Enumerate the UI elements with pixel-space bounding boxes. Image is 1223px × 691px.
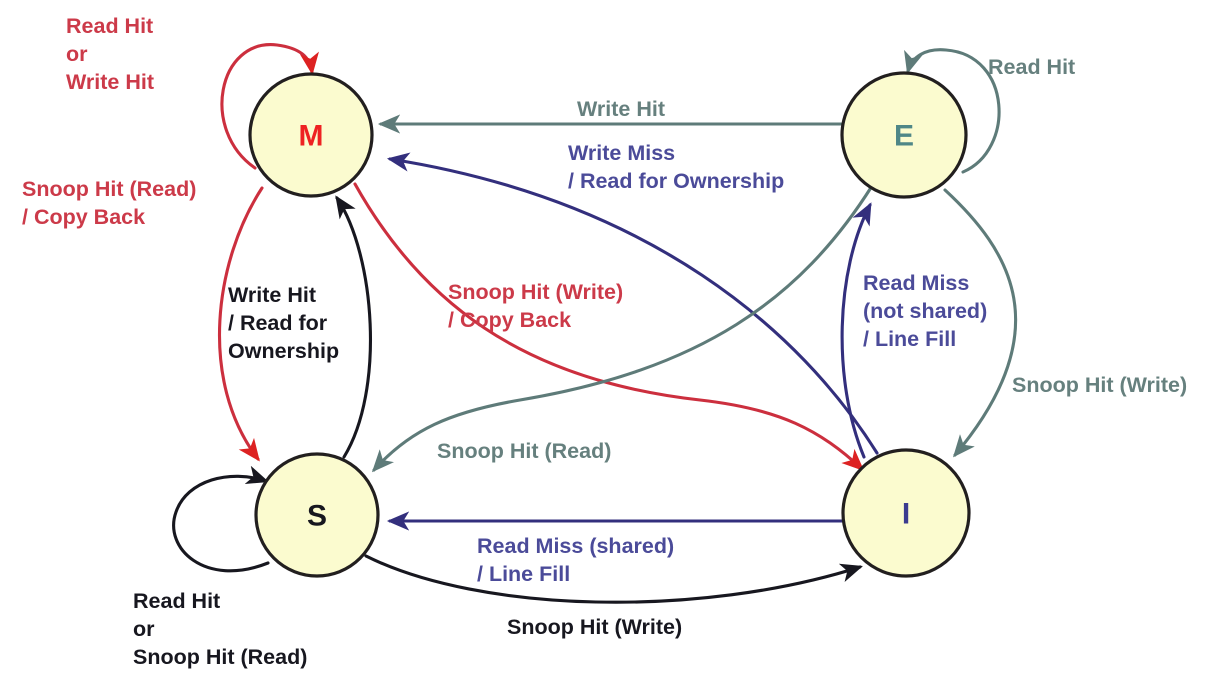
edge-label-i-to-m-line2: / Read for Ownership xyxy=(568,169,784,193)
edge-i-to-e xyxy=(840,202,872,459)
node-i-circle[interactable] xyxy=(841,448,971,578)
node-e-label: E xyxy=(894,120,914,153)
edge-label-m-self: Read Hit or Write Hit xyxy=(66,14,154,94)
edge-label-e-to-i-line1: Snoop Hit (Write) xyxy=(1012,373,1187,397)
node-m[interactable]: M xyxy=(248,72,374,198)
edge-label-m-to-s: Snoop Hit (Read) / Copy Back xyxy=(22,177,196,229)
edge-label-i-to-e-line1: Read Miss xyxy=(863,271,969,295)
edge-s-to-i xyxy=(364,554,863,604)
edge-label-s-to-m: Write Hit / Read for Ownership xyxy=(228,283,339,363)
node-s-label: S xyxy=(307,500,327,533)
node-i[interactable]: I xyxy=(841,448,971,578)
edge-label-s-self-line1: Read Hit xyxy=(133,589,220,613)
edge-label-i-to-e-line3: / Line Fill xyxy=(863,327,956,351)
edge-label-e-to-s-line1: Snoop Hit (Read) xyxy=(437,439,611,463)
edge-label-e-to-s: Snoop Hit (Read) xyxy=(437,439,611,463)
edge-label-i-to-m-line1: Write Miss xyxy=(568,141,675,165)
edge-s-to-m xyxy=(335,195,372,459)
edge-label-s-self-line2: or xyxy=(133,617,155,641)
edge-label-m-to-i-line2: / Copy Back xyxy=(448,308,571,332)
node-s-circle[interactable] xyxy=(254,452,380,578)
edge-label-i-to-s: Read Miss (shared) / Line Fill xyxy=(477,534,674,586)
edge-i-to-m xyxy=(386,152,879,455)
node-m-label: M xyxy=(299,120,324,153)
edge-label-e-self-line1: Read Hit xyxy=(988,55,1075,79)
edge-label-s-to-m-line1: Write Hit xyxy=(228,283,316,307)
edge-s-self xyxy=(172,465,270,573)
edge-label-i-to-m: Write Miss / Read for Ownership xyxy=(568,141,784,193)
node-i-label: I xyxy=(902,498,910,531)
edge-e-to-s xyxy=(371,184,874,473)
edge-label-m-to-s-line1: Snoop Hit (Read) xyxy=(22,177,196,201)
edge-m-to-s xyxy=(217,186,264,462)
node-e[interactable]: E xyxy=(840,71,968,199)
edge-label-s-to-i-line1: Snoop Hit (Write) xyxy=(507,615,682,639)
edge-label-m-self-line1: Read Hit xyxy=(66,14,153,38)
edge-e-self xyxy=(904,48,1001,174)
edge-label-e-to-m-line1: Write Hit xyxy=(577,97,665,121)
node-s[interactable]: S xyxy=(254,452,380,578)
edge-m-self xyxy=(220,43,319,170)
edge-label-m-self-line3: Write Hit xyxy=(66,70,154,94)
edge-label-e-to-m: Write Hit xyxy=(577,97,665,121)
edge-label-e-self: Read Hit xyxy=(988,55,1075,79)
edge-m-to-i xyxy=(353,182,865,472)
edge-label-i-to-e: Read Miss (not shared) / Line Fill xyxy=(863,271,987,351)
edge-e-to-i xyxy=(943,188,1018,458)
node-e-circle[interactable] xyxy=(840,71,968,199)
edge-label-i-to-s-line2: / Line Fill xyxy=(477,562,570,586)
node-m-circle[interactable] xyxy=(248,72,374,198)
edge-label-i-to-s-line1: Read Miss (shared) xyxy=(477,534,674,558)
edge-label-e-to-i: Snoop Hit (Write) xyxy=(1012,373,1187,397)
edge-label-s-to-m-line3: Ownership xyxy=(228,339,339,363)
edge-label-m-to-i: Snoop Hit (Write) / Copy Back xyxy=(448,280,623,332)
edge-label-s-self: Read Hit or Snoop Hit (Read) xyxy=(133,589,307,669)
edge-label-m-to-s-line2: / Copy Back xyxy=(22,205,145,229)
edge-label-s-to-m-line2: / Read for xyxy=(228,311,328,335)
edge-label-m-to-i-line1: Snoop Hit (Write) xyxy=(448,280,623,304)
edge-label-s-to-i: Snoop Hit (Write) xyxy=(507,615,682,639)
edge-label-m-self-line2: or xyxy=(66,42,88,66)
edge-label-s-self-line3: Snoop Hit (Read) xyxy=(133,645,307,669)
edge-label-i-to-e-line2: (not shared) xyxy=(863,299,987,323)
